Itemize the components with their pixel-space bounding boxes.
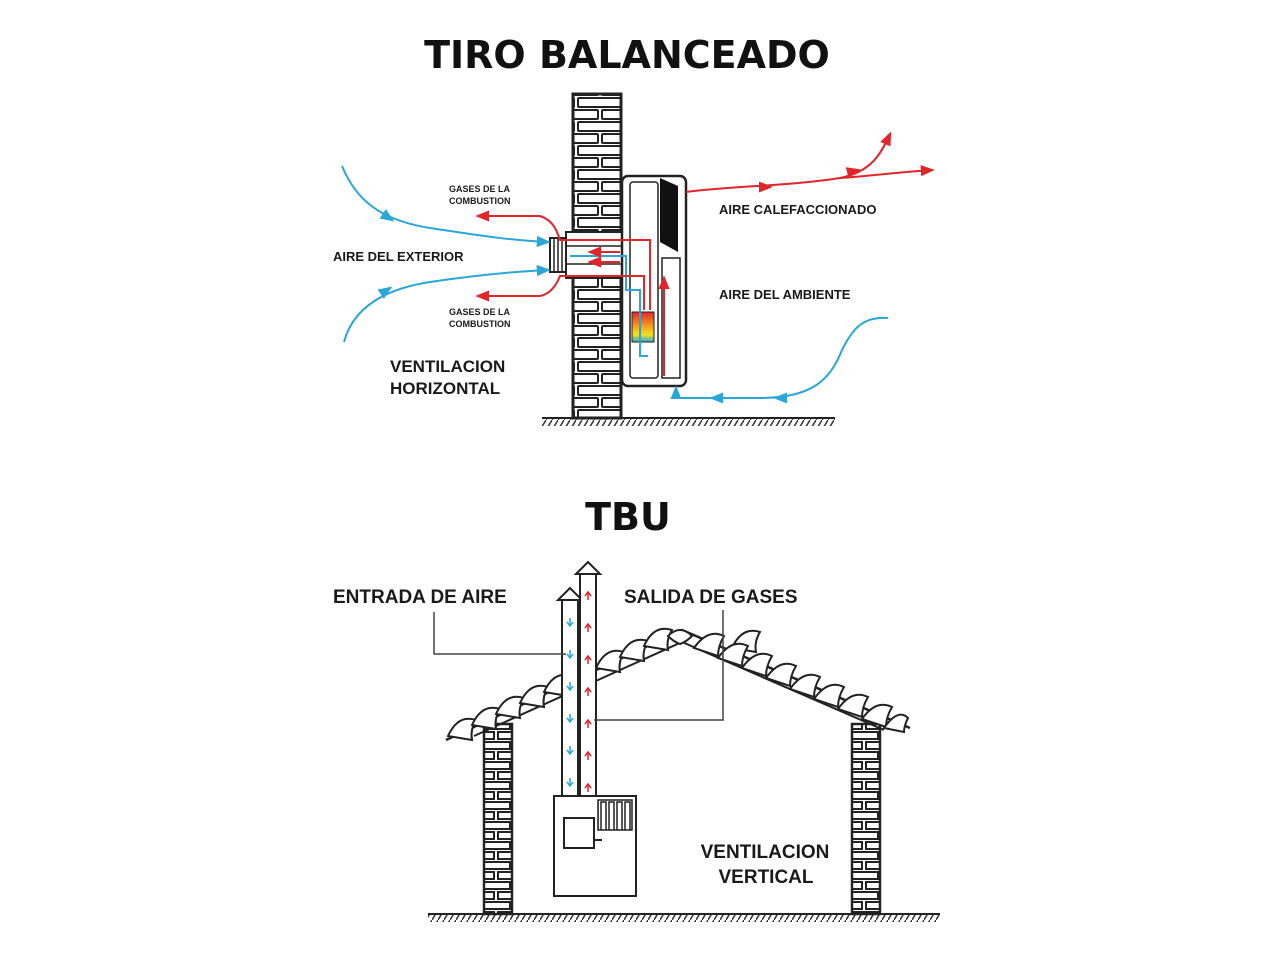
vertical-ventilation-diagram: ENTRADA DE AIRE SALIDA DE GASES VENTILAC…: [333, 560, 940, 922]
horizontal-ventilation-diagram: GASES DE LA COMBUSTION GASES DE LA COMBU…: [333, 92, 935, 426]
combustion-air-path: [570, 255, 648, 357]
label-aire-calefaccionado: AIRE CALEFACCIONADO: [719, 202, 876, 217]
exhaust-pipe: [573, 560, 603, 811]
house-right-wall: [850, 722, 882, 916]
label-aire-exterior: AIRE DEL EXTERIOR: [333, 249, 464, 264]
air-intake-pipe: [555, 586, 585, 811]
floor-heater: [553, 795, 637, 897]
label-ventilacion-vertical-1: VENTILACION: [701, 842, 830, 863]
label-gases-top-2: COMBUSTION: [449, 196, 511, 206]
house-roof: [445, 627, 911, 742]
label-gases-bottom-1: GASES DE LA: [449, 307, 511, 317]
label-ventilacion-vertical-2: VERTICAL: [719, 867, 814, 888]
leader-salida-gases: [594, 610, 724, 721]
label-ventilacion-horizontal-1: VENTILACION: [390, 357, 505, 376]
room-air-return-flow: [670, 316, 889, 400]
flue-gas-lower-flow: [475, 275, 645, 310]
label-gases-top-1: GASES DE LA: [449, 184, 511, 194]
label-aire-ambiente: AIRE DEL AMBIENTE: [719, 287, 851, 302]
outside-air-upper-flow: [341, 165, 551, 248]
label-entrada-aire: ENTRADA DE AIRE: [333, 587, 507, 608]
heated-air-flow: [685, 131, 892, 193]
wall-heater: [620, 174, 688, 388]
title-tbu: TBU: [585, 495, 671, 539]
label-gases-bottom-2: COMBUSTION: [449, 319, 511, 329]
label-ventilacion-horizontal-2: HORIZONTAL: [390, 379, 500, 398]
title-tiro-balanceado: TIRO BALANCEADO: [424, 33, 830, 77]
leader-entrada-aire: [433, 612, 566, 655]
house-left-wall: [482, 722, 514, 916]
flue-gas-upper-flow: [475, 210, 651, 310]
outside-air-lower-flow: [343, 264, 551, 343]
label-salida-gases: SALIDA DE GASES: [624, 587, 798, 608]
